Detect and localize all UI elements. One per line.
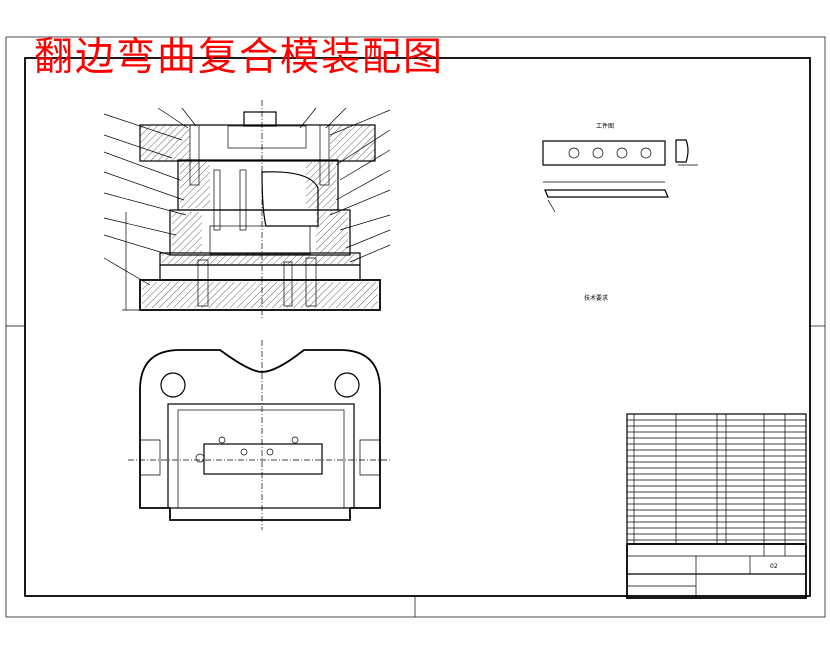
outer-border (5, 36, 826, 618)
title-block-code: 02 (770, 563, 778, 570)
part-view-title: 工件图 (596, 122, 614, 130)
parts-list (626, 413, 807, 545)
front-section-view (103, 100, 391, 320)
drawing-title: 翻边弯曲复合模装配图 (34, 35, 445, 80)
plan-view (128, 340, 392, 530)
title-block: 02 (626, 543, 807, 599)
inner-frame (24, 57, 811, 597)
tech-requirements-title: 技术要求 (584, 294, 608, 302)
part-view: 工件图 (542, 122, 698, 213)
